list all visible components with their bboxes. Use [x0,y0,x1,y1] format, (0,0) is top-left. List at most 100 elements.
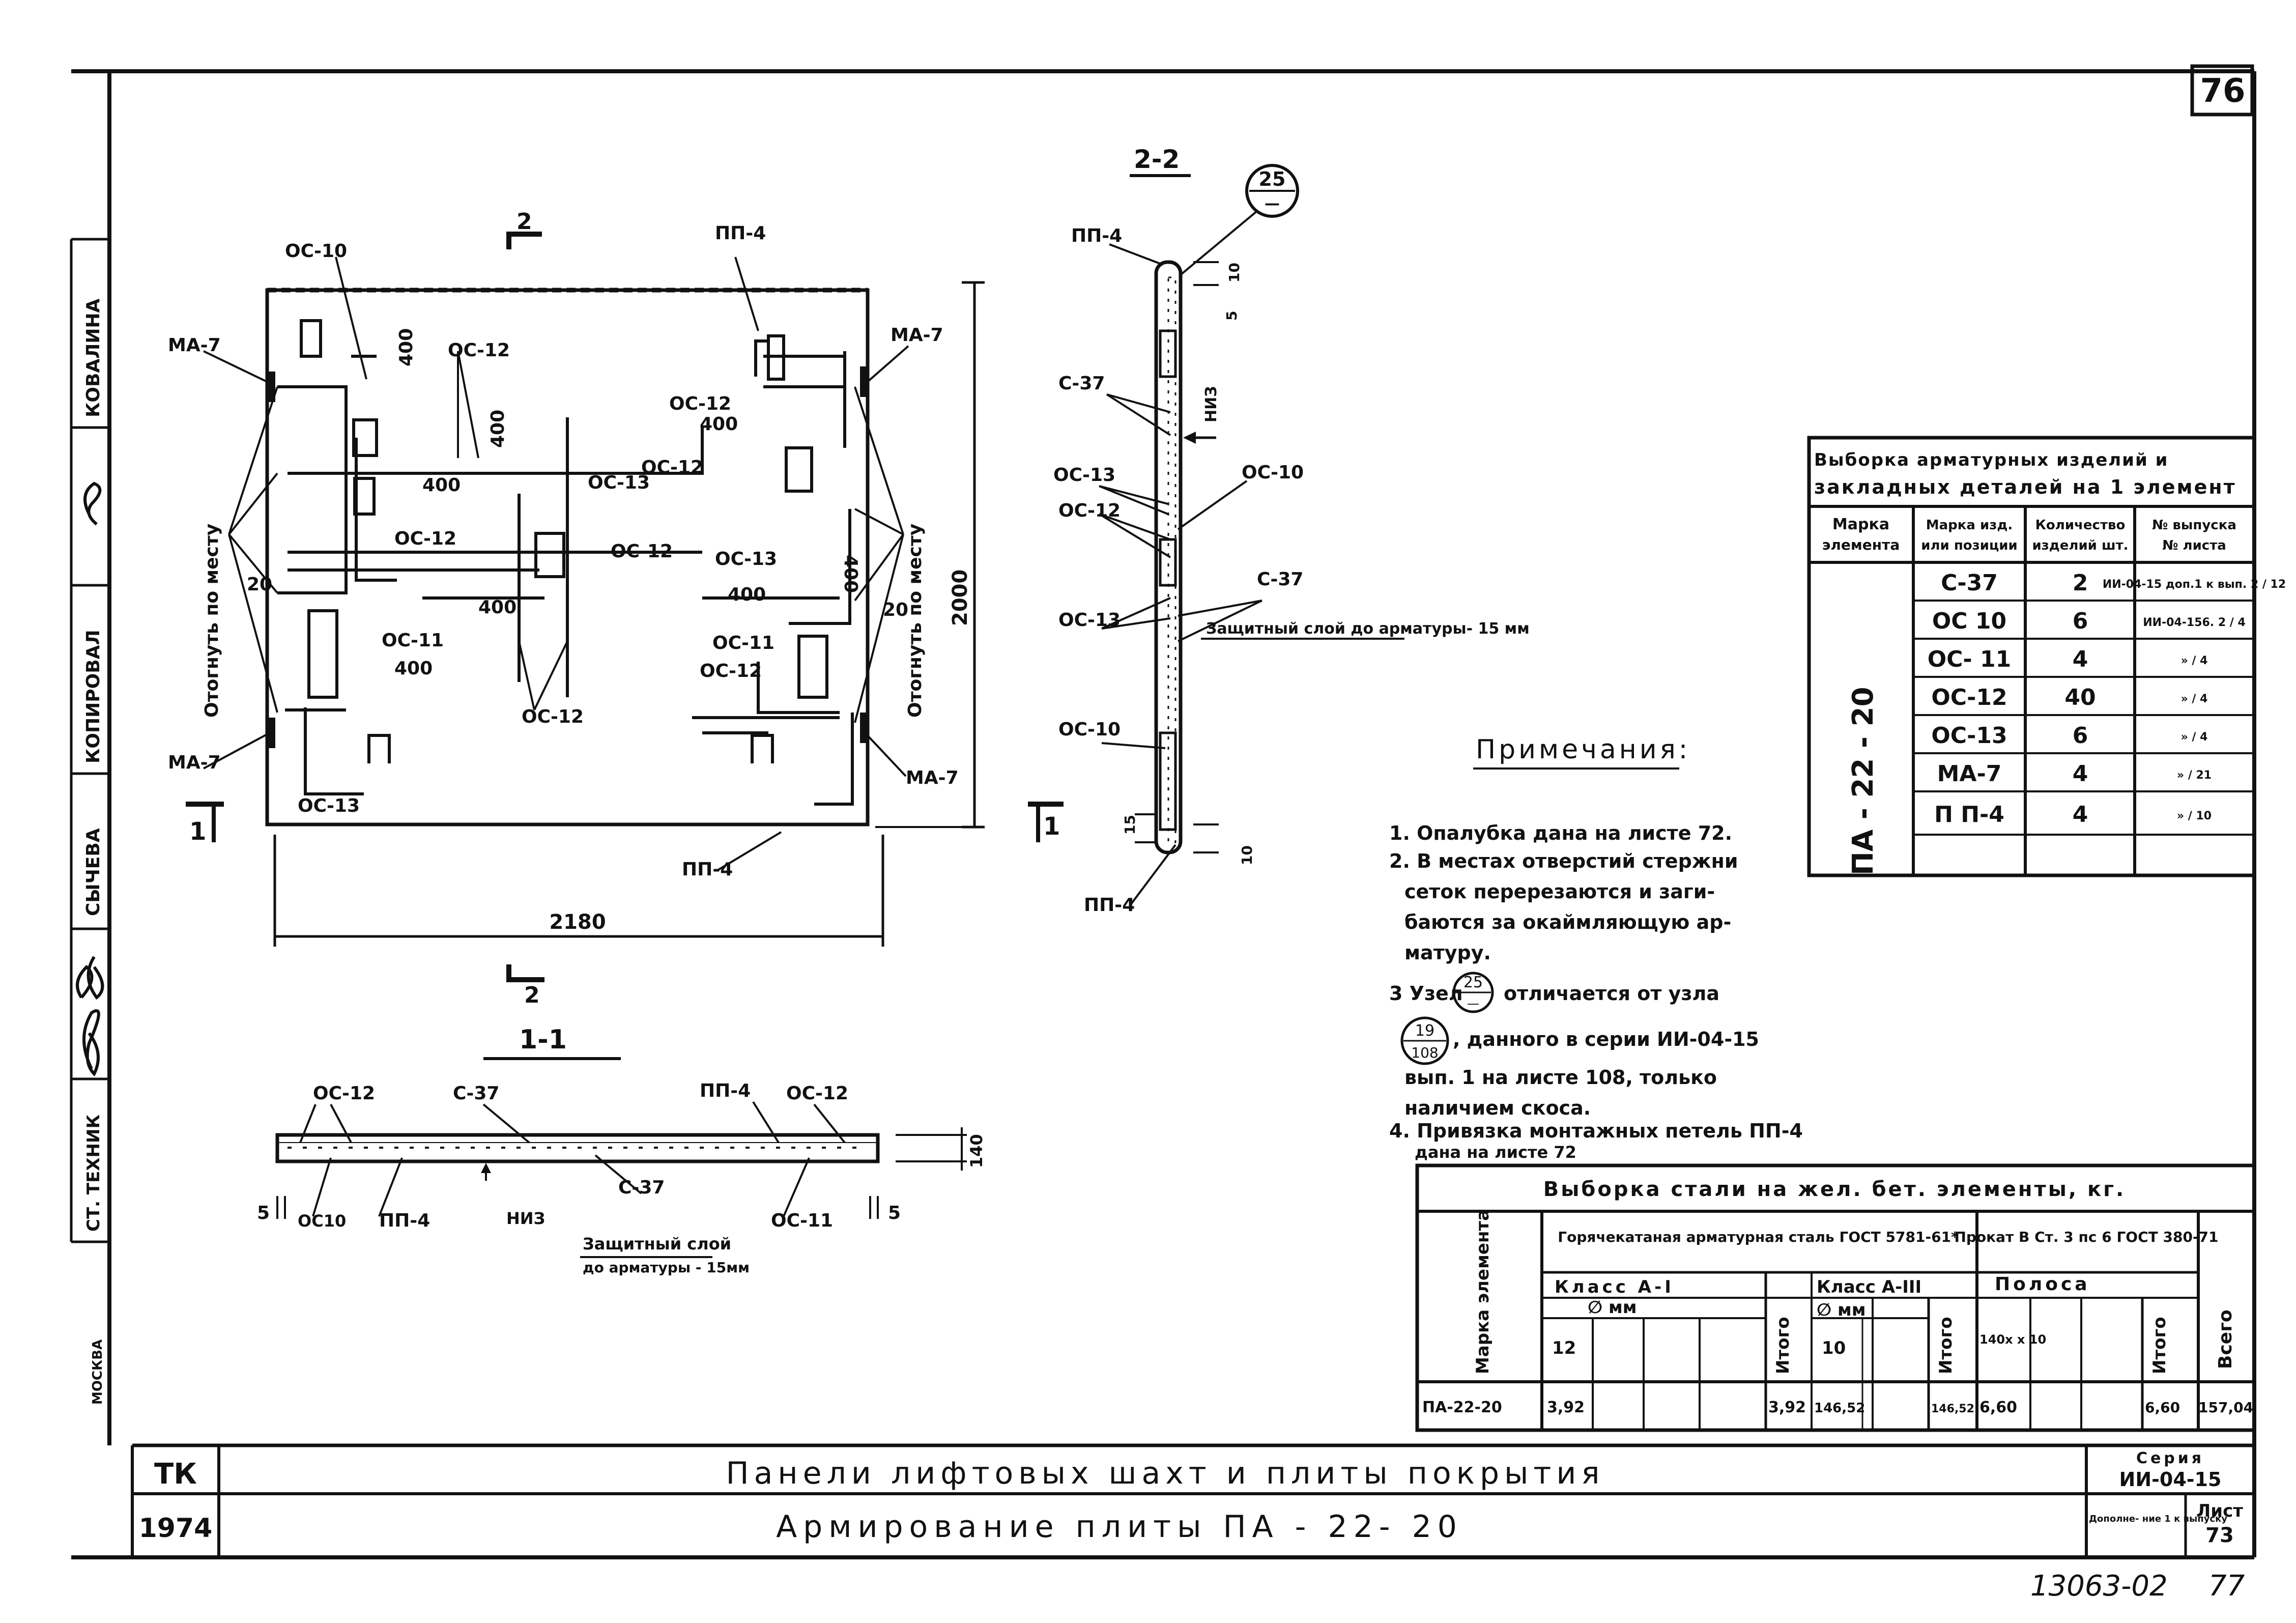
row3-mark: ОС- 11 [1928,646,2012,672]
series-label: Серия [2136,1449,2204,1467]
row2-mark: ОС 10 [1932,608,2006,634]
node-25-den: — [1265,195,1280,213]
label-niz: НИЗ [1202,386,1220,422]
label-oc12-a: ОС-12 [448,340,510,361]
label-d400-a: 400 [396,328,417,366]
stamp-role-sycheva: СЫЧЕВА [83,828,104,916]
section-2-2-labels: 2-2 25 — ПП-4 С-37 ОС-13 ОС-12 ОС-13 ОС-… [1053,145,1530,916]
sheet-value: 73 [2205,1524,2234,1547]
label-oc10-b: ОС-10 [1058,719,1121,740]
sheet-label: Лист [2196,1501,2243,1521]
label-oc10-a: ОС-10 [1242,462,1304,483]
label-d5-r: 5 [888,1203,901,1223]
steel-row-sum1: 3,92 [1768,1399,1806,1416]
section-cut-top: 2 [516,209,532,235]
row7-qty: 4 [2073,802,2088,828]
row3-qty: 4 [2073,646,2088,672]
note-line-6: 3 Узел [1389,982,1463,1005]
steel-total3-lbl: Итого [2149,1317,2170,1374]
label-pp4-a: ПП-4 [700,1080,751,1101]
row1-sheet: ИИ-04-15 доп.1 к вып. 2 / 12 [2103,578,2286,591]
node-25-num: 25 [1259,168,1286,190]
th-mark-2: элемента [1822,536,1900,553]
label-oc11-b: ОС-11 [712,633,774,653]
note-node-a-den: — [1467,996,1479,1011]
label-ma7-bl: МА-7 [168,752,221,773]
notes: Примечания: 1. Опалубка дана на листе 72… [1389,734,1803,1162]
table-items-title-1: Выборка арматурных изделий и [1814,450,2169,470]
row5-sheet: » / 4 [2181,731,2208,744]
steel-dia2: ∅ мм [1817,1300,1866,1320]
note-line-3: сеток перерезаются и заги- [1404,880,1715,903]
note-node-a-num: 25 [1463,974,1483,991]
label-d400-h: 400 [840,555,861,593]
label-pp4-top: ПП-4 [1071,225,1122,246]
drawing-title: Панели лифтовых шахт и плиты покрытия [726,1456,1605,1491]
row1-mark: С-37 [1941,570,1998,596]
title-org: ТК [154,1458,197,1491]
signature-1 [83,481,102,526]
label-oc12-e: ОС-12 [611,541,673,562]
table-steel-text: Выборка стали на жел. бет. элементы, кг.… [1422,1178,2253,1416]
sheet-frame [71,64,2256,1559]
label-pp4-top: ПП-4 [715,223,766,244]
note-line-11: 4. Привязка монтажных петель ПП-4 [1389,1120,1803,1142]
note-node-b-den: 108 [1411,1044,1438,1061]
label-oc12-l: ОС-12 [313,1083,375,1104]
signature-4 [76,964,94,999]
label-oc13-b: ОС-13 [1058,610,1121,631]
label-d400-c: 400 [487,410,508,448]
label-d5: 5 [1223,311,1240,321]
plan-view [186,232,1064,982]
note-line-7: отличается от узла [1504,982,1719,1005]
th-sheet-1: № выпуска [2152,518,2236,533]
label-ma7-br: МА-7 [906,767,959,788]
label-c37-b: С-37 [1257,569,1303,590]
row6-sheet: » / 21 [2177,769,2212,782]
stamp-role-st-tekhnik: СТ. ТЕХНИК [83,1115,104,1232]
label-d20-b: 20 [883,600,908,620]
signature-marks [76,481,104,1077]
label-ma7-tr: МА-7 [891,325,943,346]
label-oc13-b: ОС-13 [715,549,777,570]
steel-class1: Класс А-I [1555,1277,1674,1297]
section-1-1 [275,1057,967,1258]
steel-strip-size: 140х х 10 [1979,1332,2046,1347]
notes-heading: Примечания: [1476,734,1690,765]
row5-mark: ОС-13 [1931,723,2007,749]
row3-sheet: » / 4 [2181,654,2208,667]
row4-mark: ОС-12 [1931,685,2007,710]
steel-class2: Класс А-III [1817,1277,1921,1297]
side-note-right: Отогнуть по месту [905,524,926,718]
row4-sheet: » / 4 [2181,693,2208,705]
signature-2 [82,1009,100,1077]
label-ma7-tl: МА-7 [168,335,221,356]
label-d140: 140 [967,1134,986,1168]
label-oc12: ОС-12 [1058,500,1121,521]
label-oc13-a: ОС-13 [1053,465,1115,486]
series-value: ИИ-04-15 [2119,1468,2222,1491]
label-oc12-c: ОС-12 [641,457,703,478]
label-oc12-b: ОС-12 [669,393,731,414]
note-node-b-num: 19 [1415,1022,1434,1040]
steel-dia1: ∅ мм [1588,1297,1637,1318]
label-d10-bottom: 10 [1239,845,1255,865]
stamp-role-kopiroval: КОПИРОВАЛ [83,630,104,763]
section-1-1-labels: 1-1 ОС-12 С-37 ПП-4 ОС-12 ОС10 ПП-4 НИЗ … [257,1024,986,1276]
row6-qty: 4 [2073,761,2088,787]
plan-labels: ОС-10 МА-7 МА-7 МА-7 МА-7 ПП-4 ПП-4 ОС-1… [168,223,959,880]
steel-grand-lbl: Всего [2215,1309,2236,1369]
label-c37-b: С-37 [618,1177,665,1198]
drawing-subtitle: Армирование плиты ПА - 22- 20 [776,1509,1463,1545]
steel-title: Выборка стали на жел. бет. элементы, кг. [1543,1178,2126,1201]
row7-sheet: » / 10 [2177,810,2212,822]
steel-d10: 10 [1822,1338,1846,1358]
table-items-title-2: закладных деталей на 1 элемент [1814,476,2236,498]
row2-qty: 6 [2073,608,2088,634]
stamp-role-moskva: МОСКВА [90,1340,105,1405]
page-number: 76 [2200,72,2245,110]
row4-qty: 40 [2064,685,2096,710]
label-c37-a: С-37 [1058,373,1105,394]
label-cover: Защитный слой до арматуры- 15 мм [1206,620,1530,638]
